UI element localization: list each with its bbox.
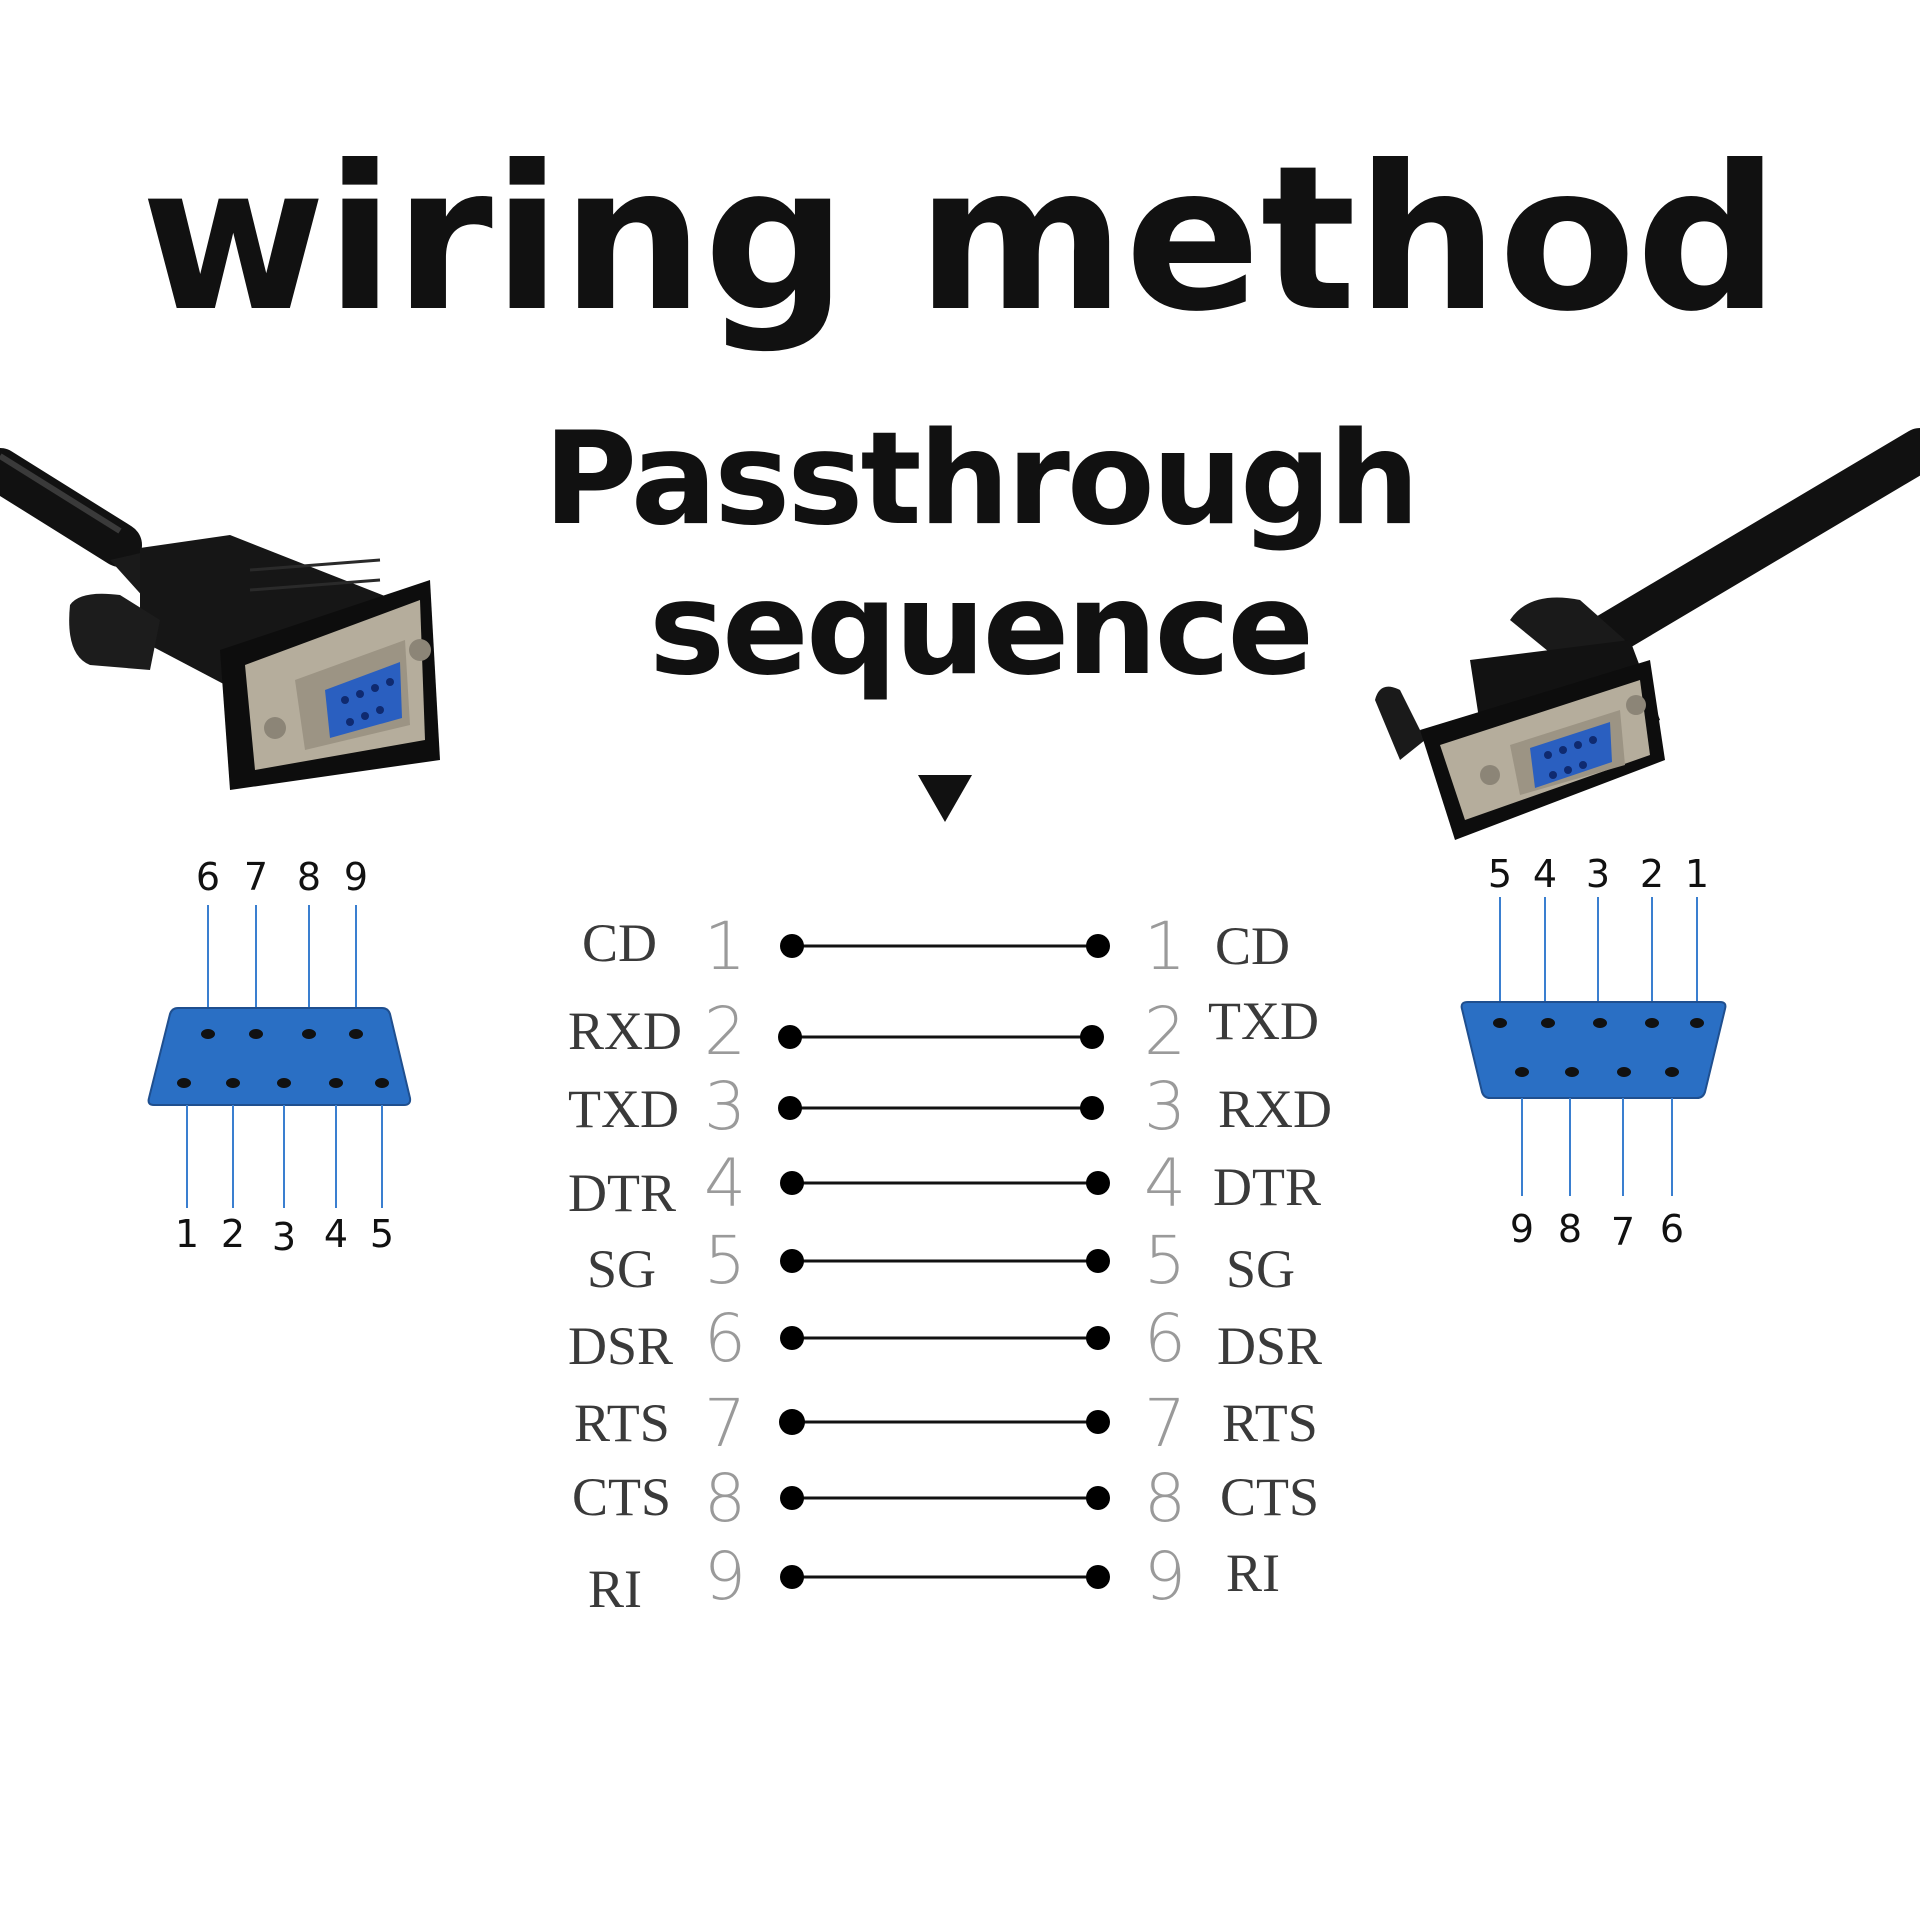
left-pin-number: 2 bbox=[704, 993, 746, 1070]
left-connector-top-leads bbox=[207, 905, 357, 1012]
right-bottom-pin-label: 9 bbox=[1509, 1207, 1535, 1251]
left-connector-diagram bbox=[147, 905, 412, 1208]
right-signal-label: CTS bbox=[1220, 1467, 1320, 1527]
wire-dot bbox=[1086, 934, 1110, 958]
right-connector-holes bbox=[1493, 1018, 1704, 1077]
right-signal-label: RXD bbox=[1218, 1079, 1333, 1139]
right-top-pin-label: 2 bbox=[1639, 852, 1665, 896]
left-top-pin-label: 9 bbox=[343, 855, 369, 899]
left-bottom-pin-label: 3 bbox=[271, 1215, 297, 1259]
title: wiring method bbox=[140, 123, 1780, 356]
right-bottom-pin-label: 6 bbox=[1659, 1207, 1685, 1251]
right-top-pin-label: 1 bbox=[1684, 852, 1710, 896]
right-signal-label: RTS bbox=[1222, 1393, 1318, 1453]
right-pin-number: 1 bbox=[1144, 908, 1186, 985]
right-pin-number: 6 bbox=[1144, 1300, 1186, 1377]
left-pin-number: 4 bbox=[704, 1145, 746, 1222]
left-pin-number: 8 bbox=[704, 1460, 746, 1537]
left-connector-bottom-leads bbox=[186, 1105, 383, 1208]
left-top-pin-label: 6 bbox=[195, 855, 221, 899]
right-bottom-pin-label: 7 bbox=[1610, 1210, 1636, 1254]
wire-dot bbox=[780, 934, 804, 958]
left-bottom-pin-label: 4 bbox=[323, 1212, 349, 1256]
wire-dot bbox=[778, 1025, 802, 1049]
right-top-pin-label: 5 bbox=[1487, 852, 1513, 896]
wire-dot bbox=[1080, 1096, 1104, 1120]
right-connector-diagram bbox=[1460, 897, 1727, 1196]
wire-dot bbox=[1080, 1025, 1104, 1049]
wire-dot bbox=[1086, 1249, 1110, 1273]
left-bottom-pin-label: 5 bbox=[369, 1212, 395, 1256]
right-signal-label: RI bbox=[1226, 1543, 1280, 1603]
wire-dot bbox=[780, 1565, 804, 1589]
left-top-pin-label: 7 bbox=[243, 855, 269, 899]
right-pin-number: 4 bbox=[1144, 1145, 1186, 1222]
left-pin-number: 5 bbox=[704, 1222, 746, 1299]
left-signal-label: DTR bbox=[568, 1163, 676, 1223]
left-signal-label: RXD bbox=[568, 1001, 683, 1061]
right-pin-number: 3 bbox=[1144, 1068, 1186, 1145]
left-bottom-pin-label: 2 bbox=[220, 1212, 246, 1256]
right-pin-number: 7 bbox=[1144, 1385, 1186, 1462]
wire-dot bbox=[778, 1096, 802, 1120]
wire-dot bbox=[780, 1326, 804, 1350]
wire-dot bbox=[1086, 1171, 1110, 1195]
right-pin-number: 2 bbox=[1144, 993, 1186, 1070]
right-signal-label: SG bbox=[1226, 1239, 1296, 1299]
right-pin-number: 5 bbox=[1144, 1222, 1186, 1299]
wire-dot bbox=[1086, 1326, 1110, 1350]
left-signal-label: RI bbox=[588, 1559, 642, 1619]
left-signal-label: CTS bbox=[572, 1467, 672, 1527]
subtitle: Passthrough sequence bbox=[543, 405, 1419, 704]
left-pin-number: 9 bbox=[704, 1538, 746, 1615]
left-pin-number: 7 bbox=[704, 1385, 746, 1462]
right-bottom-pin-label: 8 bbox=[1557, 1207, 1583, 1251]
left-connector-holes bbox=[177, 1029, 389, 1088]
left-signal-label: CD bbox=[582, 913, 658, 973]
right-signal-label: CD bbox=[1215, 916, 1291, 976]
left-top-pin-label: 8 bbox=[296, 855, 322, 899]
wire-dot bbox=[780, 1486, 804, 1510]
left-signal-label: RTS bbox=[574, 1393, 670, 1453]
wire-dot bbox=[1086, 1565, 1110, 1589]
right-top-pin-label: 3 bbox=[1585, 852, 1611, 896]
wire-dot bbox=[1086, 1410, 1110, 1434]
right-connector-top-leads bbox=[1499, 897, 1698, 1005]
right-top-pin-label: 4 bbox=[1532, 852, 1558, 896]
right-signal-label: DSR bbox=[1217, 1316, 1323, 1376]
right-pin-number: 9 bbox=[1144, 1538, 1186, 1615]
right-connector-bottom-leads bbox=[1521, 1098, 1673, 1196]
left-cable-photo bbox=[0, 448, 440, 790]
wire-dot bbox=[780, 1171, 804, 1195]
left-signal-label: SG bbox=[587, 1239, 657, 1299]
left-bottom-pin-label: 1 bbox=[174, 1212, 200, 1256]
left-signal-label: TXD bbox=[568, 1079, 679, 1139]
left-pin-number: 6 bbox=[704, 1300, 746, 1377]
right-pin-number: 8 bbox=[1144, 1460, 1186, 1537]
right-signal-label: TXD bbox=[1208, 991, 1319, 1051]
left-pin-number: 3 bbox=[704, 1068, 746, 1145]
left-signal-label: DSR bbox=[568, 1316, 674, 1376]
wire-dot bbox=[1086, 1486, 1110, 1510]
wire-dot bbox=[780, 1249, 804, 1273]
wire-dot bbox=[779, 1409, 805, 1435]
right-cable-photo bbox=[1375, 428, 1920, 840]
left-pin-number: 1 bbox=[704, 908, 746, 985]
down-triangle-icon bbox=[918, 775, 972, 822]
right-signal-label: DTR bbox=[1213, 1157, 1321, 1217]
